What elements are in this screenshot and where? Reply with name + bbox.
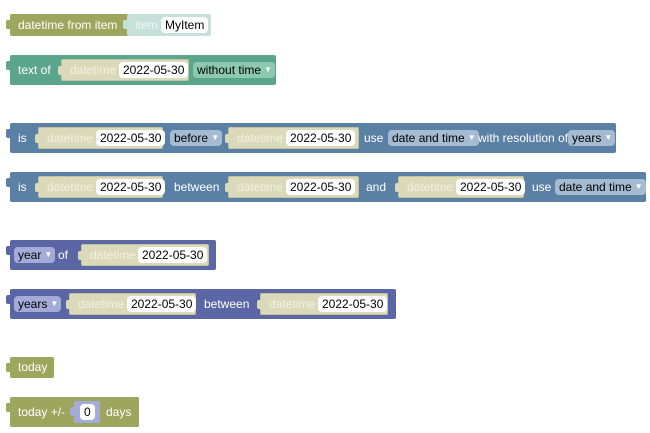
mode-dropdown[interactable]: date and time▼ bbox=[388, 130, 479, 146]
block-label: text of bbox=[18, 63, 51, 77]
datetime-label: datetime bbox=[78, 297, 125, 311]
datetime-block[interactable]: datetime 2022-05-30 bbox=[257, 293, 388, 315]
days-label: days bbox=[106, 405, 132, 419]
item-block[interactable]: item MyItem bbox=[123, 14, 211, 36]
mode-value: date and time bbox=[559, 180, 632, 194]
is-before-block[interactable]: is datetime 2022-05-30 before▼ datetime … bbox=[6, 123, 616, 153]
is-label: is bbox=[18, 180, 27, 194]
date-field[interactable]: 2022-05-30 bbox=[318, 296, 388, 312]
between-label: between bbox=[174, 180, 220, 194]
datetime-label: datetime bbox=[237, 180, 284, 194]
date-field[interactable]: 2022-05-30 bbox=[286, 130, 356, 146]
today-label: today bbox=[18, 360, 48, 374]
datetime-label: datetime bbox=[237, 131, 284, 145]
date-field[interactable]: 2022-05-30 bbox=[138, 247, 208, 263]
years-between-block[interactable]: years▼ datetime 2022-05-30 between datet… bbox=[6, 289, 396, 319]
chevron-down-icon: ▼ bbox=[604, 133, 613, 142]
year-of-block[interactable]: year▼ of datetime 2022-05-30 bbox=[6, 240, 216, 270]
today-offset-label: today +/- bbox=[18, 405, 66, 419]
chevron-down-icon: ▼ bbox=[634, 182, 643, 191]
date-field[interactable]: 2022-05-30 bbox=[96, 130, 166, 146]
chevron-down-icon: ▼ bbox=[211, 133, 220, 142]
date-field[interactable]: 2022-05-30 bbox=[119, 62, 189, 78]
block-label: datetime from item bbox=[18, 18, 118, 32]
datetime-label: datetime bbox=[90, 248, 137, 262]
datetime-block[interactable]: datetime 2022-05-30 bbox=[225, 127, 359, 149]
datetime-label: datetime bbox=[47, 131, 94, 145]
resolution-dropdown[interactable]: years▼ bbox=[568, 130, 616, 146]
datetime-block[interactable]: datetime 2022-05-30 bbox=[78, 244, 209, 266]
date-field[interactable]: 2022-05-30 bbox=[127, 296, 197, 312]
datetime-label: datetime bbox=[47, 180, 94, 194]
datetime-block[interactable]: datetime 2022-05-30 bbox=[35, 176, 166, 198]
between-label: between bbox=[204, 297, 250, 311]
is-between-block[interactable]: is datetime 2022-05-30 between datetime … bbox=[6, 172, 646, 202]
is-label: is bbox=[18, 131, 27, 145]
resolution-label: with resolution of bbox=[478, 131, 569, 145]
resolution-value: years bbox=[572, 131, 602, 145]
text-of-block[interactable]: text of datetime 2022-05-30 without time… bbox=[6, 55, 276, 85]
chevron-down-icon: ▼ bbox=[44, 250, 53, 259]
date-field[interactable]: 2022-05-30 bbox=[96, 179, 166, 195]
and-label: and bbox=[366, 180, 387, 194]
of-label: of bbox=[58, 248, 69, 262]
comparison-value: before bbox=[174, 131, 209, 145]
number-block[interactable]: 0 bbox=[70, 401, 100, 423]
item-name-field[interactable]: MyItem bbox=[161, 17, 209, 33]
datetime-from-item-block[interactable]: datetime from item bbox=[6, 14, 130, 36]
datetime-label: datetime bbox=[269, 297, 316, 311]
datetime-label: datetime bbox=[70, 63, 117, 77]
today-offset-block[interactable]: today +/- 0 days bbox=[6, 397, 139, 427]
datetime-block[interactable]: datetime 2022-05-30 bbox=[35, 127, 166, 149]
use-label: use bbox=[364, 131, 384, 145]
unit-dropdown[interactable]: year▼ bbox=[14, 247, 56, 263]
item-label: item bbox=[135, 18, 158, 32]
chevron-down-icon: ▼ bbox=[264, 65, 273, 74]
datetime-block[interactable]: datetime 2022-05-30 bbox=[58, 59, 189, 81]
use-label: use bbox=[532, 180, 552, 194]
today-block[interactable]: today bbox=[6, 357, 54, 378]
date-field[interactable]: 2022-05-30 bbox=[286, 179, 356, 195]
unit-dropdown[interactable]: years▼ bbox=[14, 296, 62, 312]
unit-value: year bbox=[18, 248, 42, 262]
chevron-down-icon: ▼ bbox=[467, 133, 476, 142]
unit-value: years bbox=[18, 297, 48, 311]
format-value: without time bbox=[197, 63, 262, 77]
date-field[interactable]: 2022-05-30 bbox=[456, 179, 526, 195]
chevron-down-icon: ▼ bbox=[50, 299, 59, 308]
datetime-label: datetime bbox=[407, 180, 454, 194]
comparison-dropdown[interactable]: before▼ bbox=[170, 130, 223, 146]
mode-value: date and time bbox=[392, 131, 465, 145]
format-dropdown[interactable]: without time▼ bbox=[193, 62, 276, 78]
datetime-block[interactable]: datetime 2022-05-30 bbox=[66, 293, 197, 315]
datetime-block[interactable]: datetime 2022-05-30 bbox=[395, 176, 526, 198]
number-field[interactable]: 0 bbox=[80, 404, 95, 420]
datetime-block[interactable]: datetime 2022-05-30 bbox=[225, 176, 359, 198]
mode-dropdown[interactable]: date and time▼ bbox=[555, 179, 646, 195]
